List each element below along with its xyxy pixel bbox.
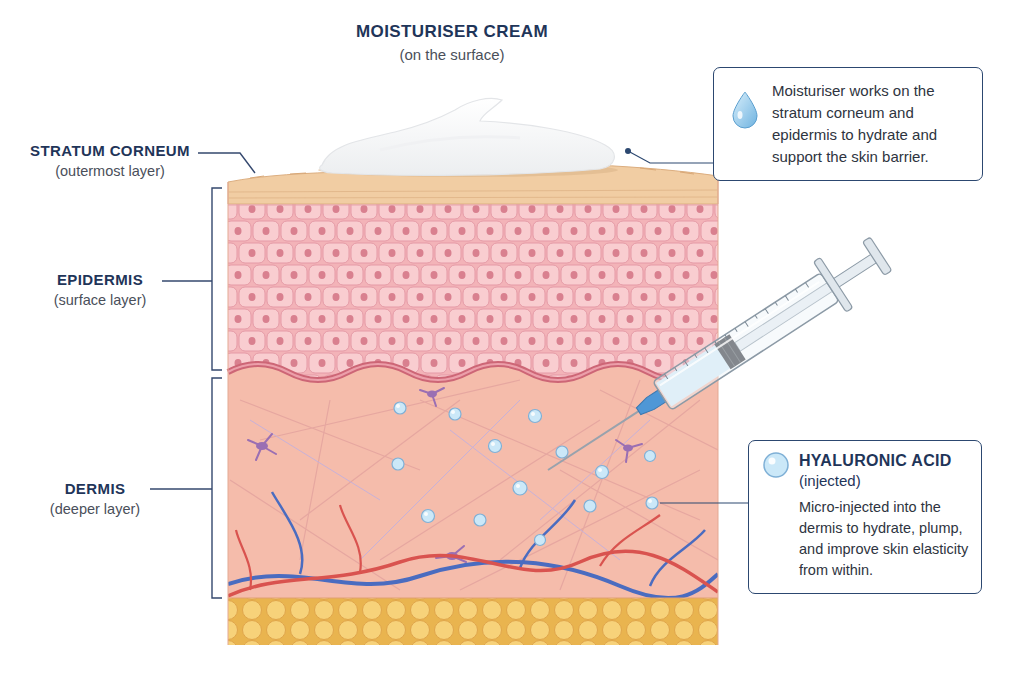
box-body: Micro-injected into the dermis to hydrat… <box>799 497 969 581</box>
heading-label: MOISTURISER CREAM <box>342 22 562 42</box>
layer-sublabel: (outermost layer) <box>20 163 200 180</box>
layer-label: EPIDERMIS <box>40 271 160 289</box>
box-body: Moisturiser works on the stratum corneum… <box>772 80 970 168</box>
layer-sublabel: (surface layer) <box>40 292 160 309</box>
layer-label: STRATUM CORNEUM <box>20 142 200 160</box>
box-subheading: (injected) <box>799 471 969 491</box>
callout-box: Moisturiser works on the stratum corneum… <box>713 67 983 181</box>
sub-label: (on the surface) <box>342 46 562 64</box>
water-drop-icon <box>730 90 760 130</box>
box-heading: HYALURONIC ACID <box>799 451 969 471</box>
info-box: HYALURONIC ACID(injected) Micro-injected … <box>748 440 982 594</box>
layer-label: DERMIS <box>40 480 150 498</box>
droplet-icon <box>762 451 790 479</box>
layer-sublabel: (deeper layer) <box>40 501 150 518</box>
